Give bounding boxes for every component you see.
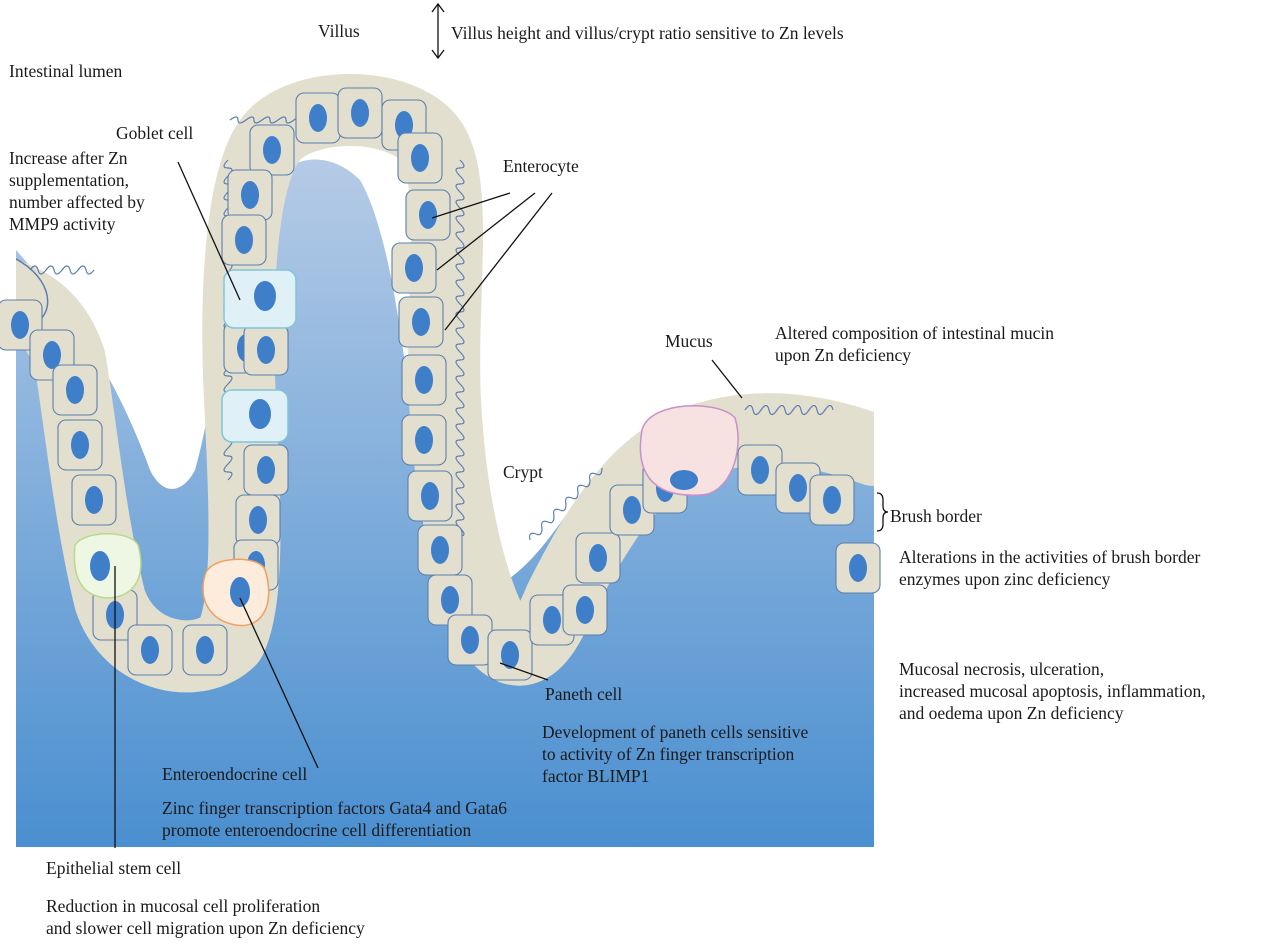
goblet-cell-nucleus (254, 281, 276, 311)
cell-nucleus (419, 201, 437, 229)
cell-nucleus (309, 104, 327, 132)
cell-nucleus (11, 311, 29, 339)
cell-nucleus (351, 99, 369, 127)
goblet-cell-note: Increase after Zn supplementation, numbe… (9, 147, 145, 235)
cell-nucleus (849, 554, 867, 582)
cell-nucleus (85, 486, 103, 514)
paneth-cell-note: Development of paneth cells sensitive to… (542, 721, 808, 787)
cell-nucleus (543, 606, 561, 634)
brush-border-brace (877, 493, 888, 531)
villus-note: Villus height and villus/crypt ratio sen… (451, 22, 844, 44)
cell-nucleus (66, 376, 84, 404)
cell-nucleus (576, 596, 594, 624)
cell-nucleus (415, 366, 433, 394)
cell-nucleus (257, 336, 275, 364)
brush-border-note: Alterations in the activities of brush b… (899, 546, 1200, 590)
cell-nucleus (623, 496, 641, 524)
cell-nucleus (823, 486, 841, 514)
cell-nucleus (196, 636, 214, 664)
villus-height-arrow (432, 4, 444, 58)
brush-border-label: Brush border (890, 505, 982, 527)
cell-nucleus (241, 181, 259, 209)
cell-nucleus (421, 482, 439, 510)
paneth-cell-label: Paneth cell (545, 683, 622, 705)
cell-nucleus (249, 506, 267, 534)
stem-cell-nucleus (90, 551, 110, 581)
intestinal-lumen-label: Intestinal lumen (9, 60, 122, 82)
cell-nucleus (589, 544, 607, 572)
cell-nucleus (405, 254, 423, 282)
cell-nucleus (257, 456, 275, 484)
epithelial-stem-cell-label: Epithelial stem cell (46, 857, 181, 879)
enteroendocrine-cell-label: Enteroendocrine cell (162, 763, 307, 785)
mucus-nucleus (670, 470, 698, 490)
cell-nucleus (415, 426, 433, 454)
crypt-label: Crypt (503, 461, 543, 483)
cell-nucleus (43, 341, 61, 369)
mucosal-note: Mucosal necrosis, ulceration, increased … (899, 658, 1206, 724)
cell-nucleus (235, 226, 253, 254)
cell-nucleus (441, 586, 459, 614)
cell-nucleus (789, 474, 807, 502)
cell-nucleus (431, 536, 449, 564)
villus-label: Villus (318, 20, 360, 42)
enteroendocrine-cell-note: Zinc finger transcription factors Gata4 … (162, 797, 507, 841)
enterocyte-label: Enterocyte (503, 155, 579, 177)
cell-nucleus (141, 636, 159, 664)
cell-nucleus (751, 456, 769, 484)
enteroendocrine-nucleus (230, 577, 250, 607)
mucus-leader (712, 360, 742, 398)
goblet-cell-label: Goblet cell (116, 122, 193, 144)
cell-nucleus (71, 431, 89, 459)
cell-nucleus (263, 136, 281, 164)
cell-nucleus (461, 626, 479, 654)
cell-nucleus (411, 144, 429, 172)
mucus-note: Altered composition of intestinal mucin … (775, 322, 1054, 366)
mucus-label: Mucus (665, 330, 713, 352)
epithelial-stem-cell-note: Reduction in mucosal cell proliferation … (46, 895, 365, 939)
goblet-cell-nucleus (249, 399, 271, 429)
cell-nucleus (412, 308, 430, 336)
